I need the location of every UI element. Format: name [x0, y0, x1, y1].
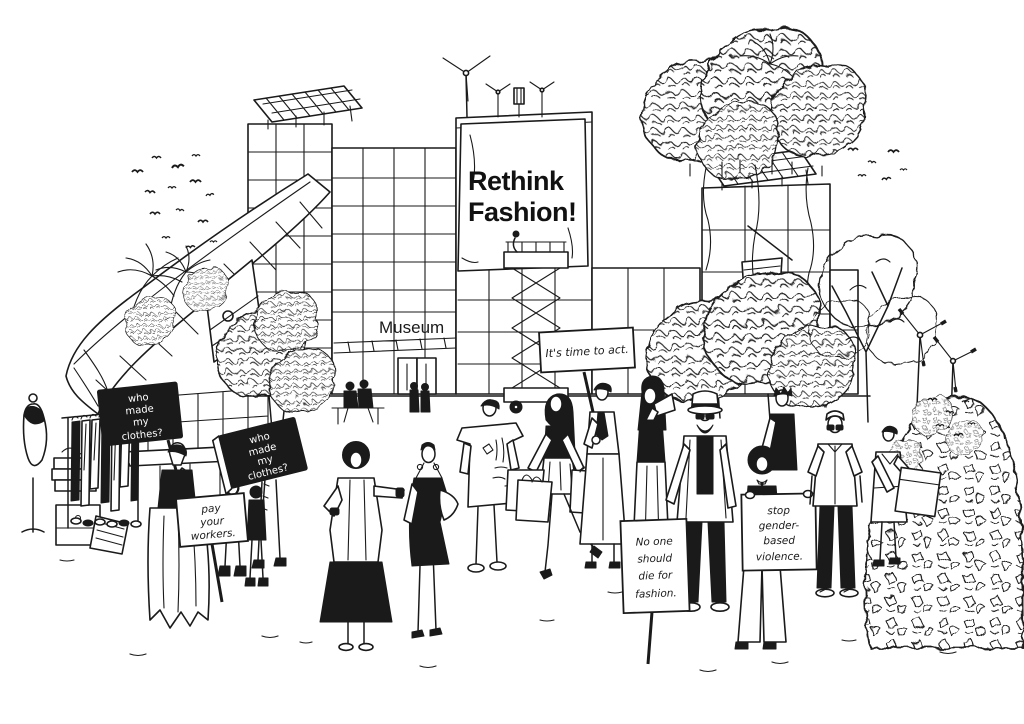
sign-line: should: [637, 552, 673, 565]
donation-bag: [894, 466, 942, 518]
sign-line: who: [248, 431, 271, 447]
sign-line: violence.: [756, 551, 803, 564]
sign-time-to-act: It's time to act.: [538, 326, 636, 453]
sign-line: pay: [200, 502, 222, 516]
sign-line: workers.: [190, 527, 236, 543]
sign-line: gender-: [759, 520, 800, 533]
sunglasses-icon: [695, 413, 715, 420]
tree-far-right: [809, 233, 938, 423]
entrance-visitors: [409, 382, 431, 413]
museum-mid-wing: Museum: [331, 147, 457, 397]
wind-turbine-large-icon: [442, 55, 491, 118]
sign-line: my: [133, 416, 150, 429]
mannequin: [21, 393, 48, 533]
sign-pay-your-workers: pay your workers.: [175, 492, 249, 603]
sign-line: my: [256, 454, 274, 468]
sign-line: fashion.: [635, 587, 677, 600]
protester-scarf: [579, 382, 627, 569]
sandals: [815, 588, 859, 598]
rethink-fashion-banner: Rethink Fashion!: [457, 118, 589, 272]
sign-line: made: [125, 404, 154, 418]
shoes-row: [70, 517, 142, 528]
sign-who-made-clothes-1: who made my clothes?: [96, 381, 184, 479]
small-wind-turbines-icon: [485, 81, 555, 118]
banner-line-2: Fashion!: [468, 197, 577, 227]
sign-stop-gender-violence: stop gender- based violence.: [740, 489, 818, 572]
ground-marks: [59, 559, 957, 673]
fedora-hat-icon: [687, 390, 723, 415]
sign-no-one-should-die: No one should die for fashion.: [619, 517, 691, 665]
bench-couple: [331, 379, 385, 425]
tee-graphic: [482, 437, 512, 489]
bird-flock-left: [131, 153, 218, 249]
museum-label: Museum: [379, 318, 444, 337]
beard: [696, 424, 714, 434]
sign-line: who: [128, 392, 150, 405]
sign-line: die for: [638, 569, 673, 582]
roof-palm-trees: [117, 243, 229, 346]
sign-line: stop: [767, 505, 790, 517]
roof-palm-fronds: [739, 33, 799, 77]
man-white-shirt: [807, 410, 863, 598]
sign-line: It's time to act.: [545, 343, 629, 360]
sign-line: No one: [635, 535, 673, 548]
woman-slip-dress: [403, 442, 459, 639]
sign-line: clothes?: [121, 428, 163, 443]
sign-line: your: [199, 515, 225, 529]
banner-line-1: Rethink: [468, 166, 565, 196]
woman-with-bag: [870, 425, 942, 567]
textile-waste-pile: [864, 395, 1024, 649]
woman-cardigan: [319, 441, 405, 652]
sign-line: based: [763, 535, 795, 548]
cap-icon: [825, 410, 845, 421]
protester-megaphone: [632, 375, 676, 557]
sunglasses-icon: [826, 424, 844, 431]
solar-panel-left: [253, 85, 363, 130]
bird-flock-right-top: [847, 147, 908, 181]
